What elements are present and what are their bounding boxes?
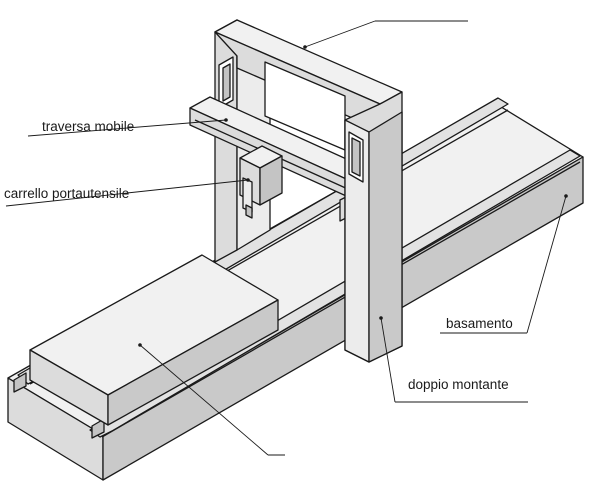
tool-carriage bbox=[239, 145, 283, 219]
leader-table bbox=[139, 344, 269, 456]
leader-basamento bbox=[526, 195, 567, 334]
label-basamento: basamento bbox=[446, 316, 513, 331]
label-carrello-portautensile: carrello portautensile bbox=[4, 186, 129, 201]
label-doppio-montante: doppio montante bbox=[408, 377, 509, 392]
right-upright bbox=[344, 91, 403, 363]
leader-lines bbox=[5, 20, 567, 456]
work-table bbox=[29, 254, 279, 426]
leader-dots bbox=[138, 45, 568, 347]
leader-beam bbox=[304, 20, 376, 48]
leader-carrello bbox=[5, 179, 249, 207]
leader-montante bbox=[380, 317, 396, 403]
label-traversa-mobile: traversa mobile bbox=[42, 119, 134, 134]
leader-traversa bbox=[27, 119, 227, 137]
